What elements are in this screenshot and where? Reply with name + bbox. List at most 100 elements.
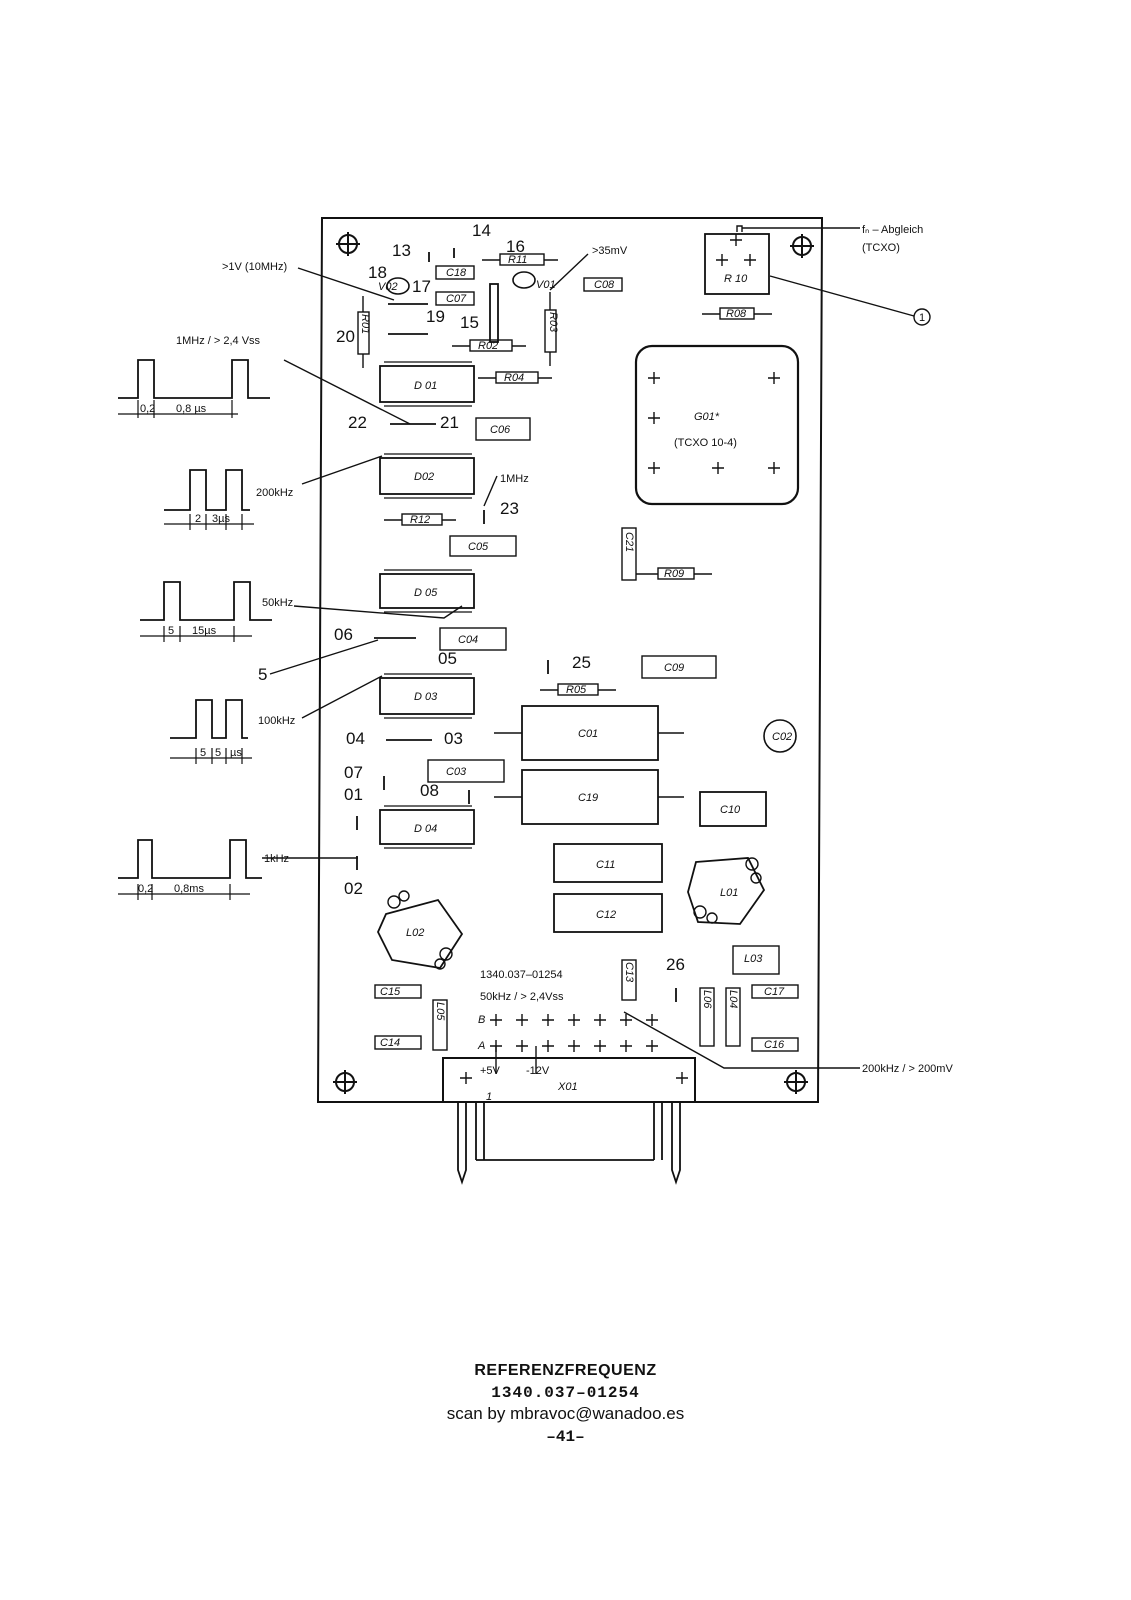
wave5-t2: 0,8ms xyxy=(174,883,204,895)
testpoint-01: 01 xyxy=(344,785,363,804)
callout-circle xyxy=(913,308,931,326)
ref5-label: 5 xyxy=(258,665,267,684)
diode-label-v01: V01 xyxy=(536,279,556,291)
testpoint-16: 16 xyxy=(506,237,525,256)
oscillator-type: (TCXO 10-4) xyxy=(674,437,737,449)
pin1-label: 1 xyxy=(486,1091,492,1103)
wave1-t1: 0,2 xyxy=(140,403,155,415)
capacitor-c02 xyxy=(763,719,797,753)
wave4-t3: µs xyxy=(230,747,242,759)
trimmer-r10 xyxy=(704,233,770,295)
capacitor-label-2: C08 xyxy=(594,279,615,291)
waveform-4 xyxy=(170,699,252,764)
capacitor-label-7: C09 xyxy=(664,662,684,674)
testpoint-13: 13 xyxy=(392,241,411,260)
oscillator-name: G01* xyxy=(694,411,720,423)
capacitor-label-19: C17 xyxy=(764,986,785,998)
connector-x01 xyxy=(442,1057,696,1103)
capacitor-label-17: C15 xyxy=(380,986,401,998)
mv35-label: >35mV xyxy=(592,245,628,257)
diode-v01 xyxy=(512,271,536,289)
mhz1-level-label: 1MHz / > 2,4 Vss xyxy=(176,335,261,347)
ic-d02 xyxy=(379,457,475,495)
resistor-label-4: R01 xyxy=(359,314,371,334)
capacitor-label-4: C05 xyxy=(468,541,489,553)
wave5-t1: 0,2 xyxy=(138,883,153,895)
testpoint-14: 14 xyxy=(472,221,491,240)
testpoint-19: 19 xyxy=(426,307,445,326)
wave4-t1: 5 xyxy=(200,747,206,759)
capacitor-label-3: C06 xyxy=(490,424,511,436)
resistor-label-7: R05 xyxy=(566,684,587,696)
ic-d05 xyxy=(379,573,475,609)
ic-d04 xyxy=(379,809,475,845)
mounting-hole-icon xyxy=(333,1070,357,1094)
wave1-t2: 0,8 µs xyxy=(176,403,207,415)
capacitor-label-0: C18 xyxy=(446,267,467,279)
testpoint-18: 18 xyxy=(368,263,387,282)
waveform-5 xyxy=(118,839,262,900)
capacitor-c11 xyxy=(553,843,663,883)
resistor-label-6: R09 xyxy=(664,568,684,580)
resistor-label-1: R02 xyxy=(478,340,498,352)
waveform-3 xyxy=(140,581,272,642)
inductor-label-1: L02 xyxy=(406,927,424,939)
connector-label: X01 xyxy=(557,1081,578,1093)
bottom-level-label: 50kHz / > 2,4Vss xyxy=(480,991,564,1003)
resistor-label-8: R08 xyxy=(726,308,747,320)
testpoint-25: 25 xyxy=(572,653,591,672)
capacitor-c10 xyxy=(699,791,767,827)
capacitor-label-6: C04 xyxy=(458,634,478,646)
inductor-l02 xyxy=(377,898,464,969)
capacitor-c12 xyxy=(553,893,663,933)
ic-d01 xyxy=(379,365,475,403)
ic-label-4: D 04 xyxy=(414,823,437,835)
testpoint-05: 05 xyxy=(438,649,457,668)
rowA-label: A xyxy=(477,1040,485,1052)
testpoint-06: 06 xyxy=(334,625,353,644)
testpoint-23: 23 xyxy=(500,499,519,518)
v10mhz-label: >1V (10MHz) xyxy=(222,261,287,273)
resistor-label-3: R03 xyxy=(547,312,559,333)
testpoint-03: 03 xyxy=(444,729,463,748)
capacitor-label-9: C01 xyxy=(578,728,598,740)
diode-v02 xyxy=(386,277,410,295)
testpoint-04: 04 xyxy=(346,729,365,748)
waveform-1 xyxy=(118,359,270,418)
mounting-hole-icon xyxy=(790,234,814,258)
footer-page-number: –41– xyxy=(546,1428,585,1446)
khz100-label: 100kHz xyxy=(258,715,295,727)
capacitor-label-12: C11 xyxy=(596,859,615,871)
testpoint-20: 20 xyxy=(336,327,355,346)
fn-adjust-label: fₙ – Abgleich xyxy=(862,224,923,236)
khz200-label: 200kHz xyxy=(256,487,293,499)
khz1-label: 1kHz xyxy=(264,853,289,865)
ic-label-3: D 03 xyxy=(414,691,438,703)
capacitor-label-13: C12 xyxy=(596,909,616,921)
rowB-label: B xyxy=(478,1014,485,1026)
khz50-label: 50kHz xyxy=(262,597,293,609)
ic-label-0: D 01 xyxy=(414,380,437,392)
v12-label: -12V xyxy=(526,1065,550,1077)
ic-label-1: D02 xyxy=(414,471,434,483)
footer-part-number: 1340.037–01254 xyxy=(491,1384,640,1402)
mounting-hole-icon xyxy=(336,232,360,256)
capacitor-label-8: C03 xyxy=(446,766,467,778)
tcxo-label: (TCXO) xyxy=(862,242,900,254)
wave3-t2: 15µs xyxy=(192,625,217,637)
wave3-t1: 5 xyxy=(168,625,174,637)
testpoint-08: 08 xyxy=(420,781,439,800)
testpoint-07: 07 xyxy=(344,763,363,782)
wave2-t1: 2 xyxy=(195,513,201,525)
capacitor-label-15: C13 xyxy=(623,962,635,983)
diode-label-v02: V02 xyxy=(378,281,398,293)
mounting-hole-icon xyxy=(784,1070,808,1094)
wave4-t2: 5 xyxy=(215,747,221,759)
testpoint-22: 22 xyxy=(348,413,367,432)
inductor-label-0: L01 xyxy=(720,887,738,899)
testpoint-15: 15 xyxy=(460,313,479,332)
capacitor-label-14: C02 xyxy=(772,731,792,743)
footer-scan-credit: scan by mbravoc@wanadoo.es xyxy=(446,1404,685,1423)
testpoint-17: 17 xyxy=(412,277,431,296)
